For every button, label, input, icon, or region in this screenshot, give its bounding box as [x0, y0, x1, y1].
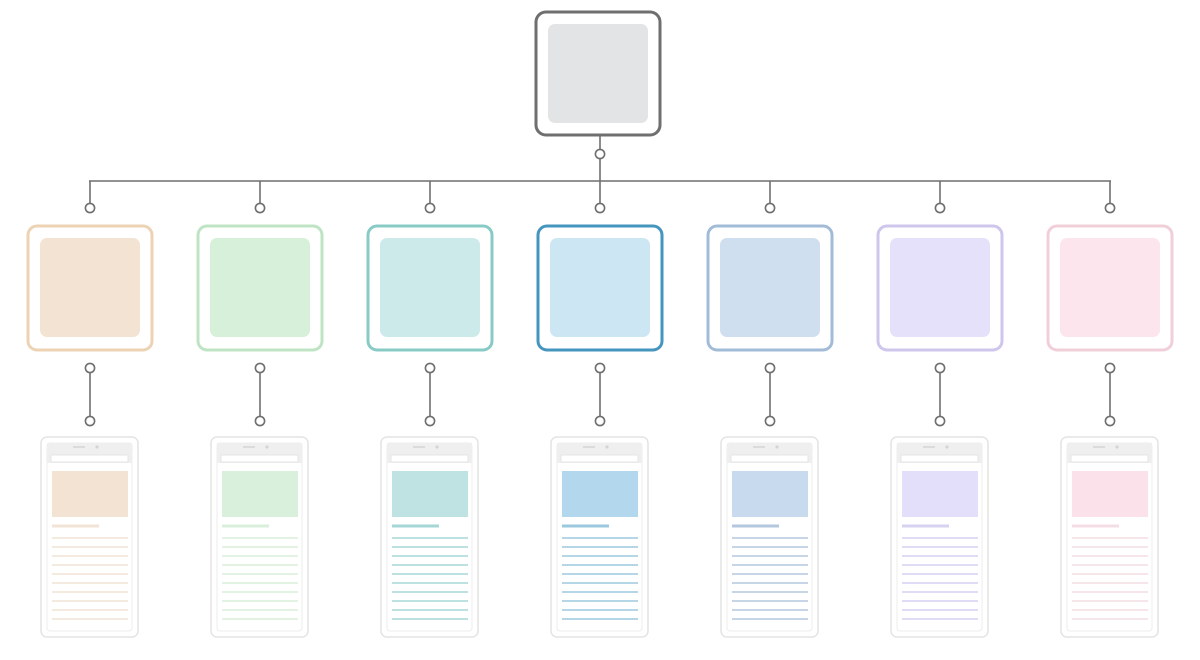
phone-hero-banner — [562, 471, 638, 517]
branch-node-fill-violet — [890, 238, 990, 337]
connector-dot — [934, 415, 946, 427]
phone-url-bar — [560, 454, 639, 463]
phone-camera — [435, 445, 439, 449]
connector-dot — [594, 362, 606, 374]
phone-camera — [95, 445, 99, 449]
phone-url-bar — [730, 454, 809, 463]
connector-dot — [84, 362, 96, 374]
connector-dot — [934, 362, 946, 374]
phone-hero-banner — [52, 471, 128, 517]
connector-dot — [254, 202, 266, 214]
phone-url-bar — [50, 454, 129, 463]
connector-dot — [1104, 415, 1116, 427]
connector-dot — [84, 415, 96, 427]
phone-camera — [605, 445, 609, 449]
connector-dot — [764, 202, 776, 214]
phone-hero-banner — [732, 471, 808, 517]
connector-dot — [764, 415, 776, 427]
connector-dot — [424, 202, 436, 214]
connector-dot — [764, 362, 776, 374]
phone-camera — [775, 445, 779, 449]
phone-hero-banner — [392, 471, 468, 517]
branch-node-fill-green — [210, 238, 310, 337]
phone-camera — [1115, 445, 1119, 449]
connector-dot — [594, 202, 606, 214]
phone-url-bar — [220, 454, 299, 463]
phone-url-bar — [1070, 454, 1149, 463]
phone-url-bar — [390, 454, 469, 463]
phone-camera — [265, 445, 269, 449]
connector-dot — [254, 415, 266, 427]
root-node-fill — [548, 24, 648, 123]
branch-node-fill-blue — [550, 238, 650, 337]
branch-node-fill-navy — [720, 238, 820, 337]
branch-node-fill-peach — [40, 238, 140, 337]
phone-hero-banner — [222, 471, 298, 517]
connector-dot — [934, 202, 946, 214]
connector-dot — [424, 362, 436, 374]
phone-hero-banner — [902, 471, 978, 517]
connector-dot — [594, 148, 606, 160]
connector-dot — [424, 415, 436, 427]
connector-dot — [254, 362, 266, 374]
connector-dot — [84, 202, 96, 214]
phone-camera — [945, 445, 949, 449]
connector-dot — [1104, 362, 1116, 374]
branch-node-fill-teal — [380, 238, 480, 337]
phone-url-bar — [900, 454, 979, 463]
connector-dot — [594, 415, 606, 427]
branch-node-fill-pink — [1060, 238, 1160, 337]
connector-dot — [1104, 202, 1116, 214]
phone-hero-banner — [1072, 471, 1148, 517]
